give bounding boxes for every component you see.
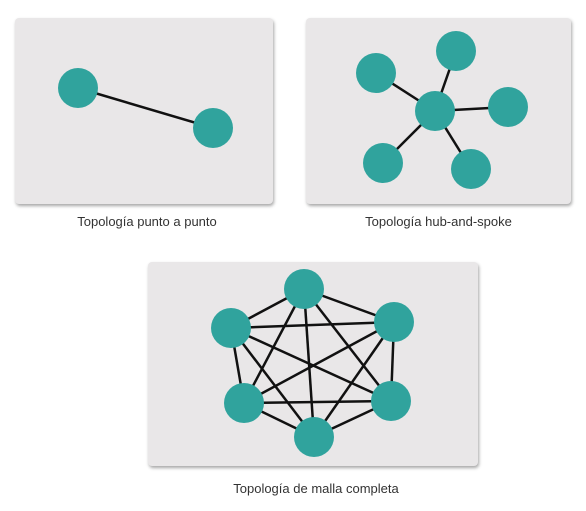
- mesh-node: [374, 302, 414, 342]
- mesh-link: [230, 320, 395, 330]
- spoke-node: [363, 143, 403, 183]
- p2p-node: [58, 68, 98, 108]
- full-mesh-diagram: [211, 269, 414, 457]
- mesh-node: [224, 383, 264, 423]
- mesh-link: [243, 399, 392, 405]
- mesh-link: [303, 288, 392, 402]
- mesh-link: [230, 326, 392, 403]
- spoke-node: [451, 149, 491, 189]
- p2p-link: [77, 86, 214, 130]
- mesh-node: [284, 269, 324, 309]
- spoke-node: [436, 31, 476, 71]
- mesh-link: [243, 320, 395, 405]
- spoke-node: [356, 53, 396, 93]
- mesh-node: [371, 381, 411, 421]
- full-mesh-caption: Topología de malla completa: [233, 481, 399, 496]
- point-to-point-diagram: [58, 68, 233, 148]
- mesh-node: [294, 417, 334, 457]
- hub-and-spoke-caption: Topología hub-and-spoke: [365, 214, 512, 229]
- point-to-point-panel: [15, 18, 273, 204]
- mesh-link: [230, 327, 315, 438]
- spoke-node: [488, 87, 528, 127]
- hub-and-spoke-diagram: [356, 31, 528, 189]
- p2p-node: [193, 108, 233, 148]
- mesh-node: [211, 308, 251, 348]
- mesh-link: [242, 288, 306, 404]
- mesh-link: [312, 321, 396, 438]
- hub-node: [415, 91, 455, 131]
- point-to-point-caption: Topología punto a punto: [77, 214, 217, 229]
